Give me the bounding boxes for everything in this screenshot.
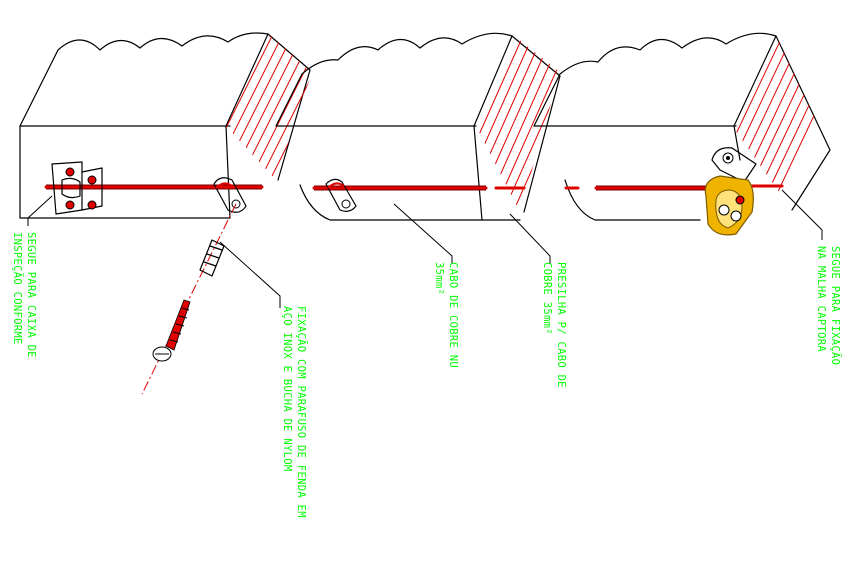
screw-assembly (141, 203, 237, 395)
svg-text:FIXAÇÃO COM PARAFUSO DE FENDA: FIXAÇÃO COM PARAFUSO DE FENDA EM (295, 306, 308, 518)
svg-text:AÇO INOX E BUCHA DE NYLOM: AÇO INOX E BUCHA DE NYLOM (281, 306, 293, 472)
svg-text:NA MALHA CAPTORA: NA MALHA CAPTORA (815, 246, 827, 352)
label-fixacao: FIXAÇÃO COM PARAFUSO DE FENDA EM AÇO INO… (281, 306, 308, 518)
label-presilha: PRESILHA P/ CABO DE COBRE 35mm² (541, 262, 567, 388)
svg-text:INSPEÇÃO CONFORME: INSPEÇÃO CONFORME (11, 232, 24, 345)
svg-text:COBRE 35mm²: COBRE 35mm² (541, 262, 553, 335)
svg-text:SEGUE PARA FIXAÇÃO: SEGUE PARA FIXAÇÃO (829, 246, 842, 365)
label-segue-caixa: SEGUE PARA CAIXA DE INSPEÇÃO CONFORME (11, 232, 37, 358)
screw (152, 299, 191, 362)
inspection-clamp (51, 161, 103, 215)
svg-text:CABO DE COBRE NU: CABO DE COBRE NU (447, 262, 459, 368)
hatch-section-1 (222, 32, 312, 180)
svg-text:SEGUE PARA CAIXA DE: SEGUE PARA CAIXA DE (25, 232, 37, 358)
concrete-block-3 (533, 32, 831, 221)
svg-text:PRESILHA P/ CABO DE: PRESILHA P/ CABO DE (555, 262, 567, 388)
cable-clip-2 (325, 178, 357, 212)
hatch-section-2 (474, 34, 560, 212)
label-segue-malha: SEGUE PARA FIXAÇÃO NA MALHA CAPTORA (815, 246, 842, 365)
label-cabo: CABO DE COBRE NU 35mm² (433, 262, 459, 368)
concrete-block-2 (275, 32, 561, 221)
svg-text:35mm²: 35mm² (433, 262, 445, 295)
terminal-connector (704, 147, 757, 236)
copper-cable (44, 184, 784, 191)
leader-lines (27, 189, 823, 308)
